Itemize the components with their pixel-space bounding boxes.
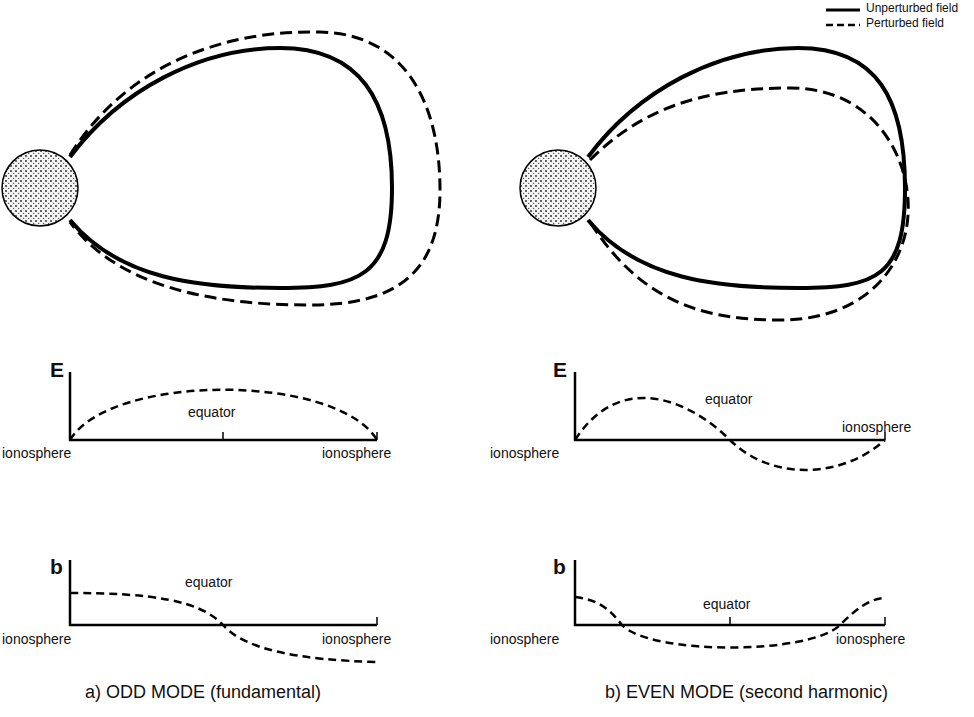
equator-label: equator: [188, 404, 235, 420]
ionosphere-label: ionosphere: [322, 631, 391, 647]
unperturbed-field-line: [70, 48, 392, 288]
e-plot-axes: [574, 372, 885, 441]
ionosphere-label: ionosphere: [490, 631, 559, 647]
ionosphere-label: ionosphere: [2, 631, 71, 647]
e-plot-axes: [69, 372, 377, 441]
unperturbed-field-line: [588, 48, 905, 288]
ionosphere-label: ionosphere: [842, 419, 911, 435]
earth: [2, 150, 78, 226]
e-profile: [575, 398, 885, 470]
ionosphere-label: ionosphere: [836, 631, 905, 647]
axis-label: b: [50, 555, 63, 579]
ionosphere-label: ionosphere: [490, 445, 559, 461]
earth: [520, 150, 596, 226]
b-plot-axes: [574, 560, 885, 626]
legend-text: Perturbed field: [866, 17, 944, 31]
ionosphere-label: ionosphere: [322, 445, 391, 461]
axis-label: b: [553, 555, 566, 579]
legend-text: Unperturbed field: [866, 2, 958, 16]
ionosphere-label: ionosphere: [2, 445, 71, 461]
axis-label: E: [50, 358, 64, 382]
perturbed-field-line: [70, 32, 440, 305]
e-profile: [70, 390, 377, 440]
legend-dashed-sample: [826, 24, 860, 27]
axis-label: E: [553, 358, 567, 382]
b-profile: [70, 593, 377, 662]
equator-label: equator: [705, 391, 752, 407]
legend-solid-sample: [826, 9, 860, 12]
caption-label: a) ODD MODE (fundamental): [85, 682, 321, 703]
equator-label: equator: [703, 596, 750, 612]
caption-label: b) EVEN MODE (second harmonic): [605, 682, 888, 703]
equator-label: equator: [185, 574, 232, 590]
